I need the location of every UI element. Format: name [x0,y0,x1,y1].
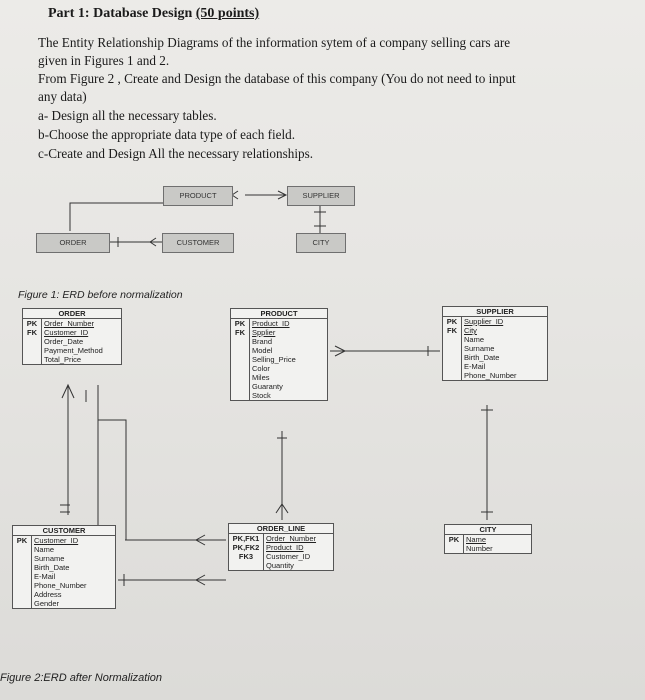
field-product-id: Product_ID [263,543,334,552]
field-payment-method: Payment_Method [41,346,122,355]
table-supplier-title: SUPPLIER [442,306,548,317]
field-miles: Miles [249,373,328,382]
heading-title: Part 1: Database Design [48,6,193,21]
field-email: E-Mail [461,362,548,371]
field-customer-id: Customer_ID [41,328,122,337]
field-address: Address [31,590,116,599]
key-marker: PK,FK2 [228,543,264,552]
question-line-3: From Figure 2 , Create and Design the da… [38,71,516,86]
table-order-line-title: ORDER_LINE [228,523,334,534]
field-name: Name [31,545,116,554]
fig1-order-product-line [69,202,168,231]
field-name: Name [461,335,548,344]
field-customer-id: Customer_ID [31,535,116,545]
fig1-entity-customer: CUSTOMER [162,233,234,253]
key-marker: PK [442,316,462,326]
table-city-title: CITY [444,524,532,535]
fig1-entity-order: ORDER [36,233,110,253]
question-line-1: The Entity Relationship Diagrams of the … [38,35,511,50]
fig1-entity-city: CITY [296,233,346,253]
field-order-number: Order_Number [263,533,334,543]
field-phone-number: Phone_Number [31,581,116,590]
field-surname: Surname [31,554,116,563]
field-birth-date: Birth_Date [31,563,116,572]
field-spplier: Spplier [249,328,328,337]
field-surname: Surname [461,344,548,353]
heading-points: (50 points) [195,6,260,21]
question-line-5: a- Design all the necessary tables. [38,108,217,123]
fig2-order-orderline-line [97,385,127,541]
key-marker: PK [444,534,464,544]
field-order-number: Order_Number [41,318,122,328]
key-marker: PK [22,318,42,328]
field-supplier-id: Supplier_ID [461,316,548,326]
question-line-6: b-Choose the appropriate data type of ea… [38,127,296,142]
field-quantity: Quantity [263,561,334,571]
key-marker: FK3 [228,552,264,561]
field-selling-price: Selling_Price [249,355,328,364]
key-marker: PK,FK1 [228,533,264,543]
field-gender: Gender [31,599,116,609]
field-customer-id: Customer_ID [263,552,334,561]
table-order-title: ORDER [22,308,122,319]
field-phone-number: Phone_Number [461,371,548,381]
field-total-price: Total_Price [41,355,122,365]
field-stock: Stock [249,391,328,401]
fig2-caption: Figure 2:ERD after Normalization [0,672,163,684]
field-email: E-Mail [31,572,116,581]
field-city: City [461,326,548,335]
field-guaranty: Guaranty [249,382,328,391]
field-number: Number [463,544,532,554]
table-product-title: PRODUCT [230,308,328,319]
table-customer-title: CUSTOMER [12,525,116,536]
field-brand: Brand [249,337,328,346]
fig1-entity-supplier: SUPPLIER [287,186,355,206]
question-line-4: any data) [38,89,87,104]
fig1-caption: Figure 1: ERD before normalization [18,289,183,301]
field-name: Name [463,534,532,544]
key-marker: FK [442,326,462,335]
key-marker: PK [230,318,250,328]
field-birth-date: Birth_Date [461,353,548,362]
question-line-2: given in Figures 1 and 2. [38,53,170,68]
question-line-7: c-Create and Design All the necessary re… [38,146,314,161]
fig1-entity-product: PRODUCT [163,186,233,206]
field-order-date: Order_Date [41,337,122,346]
field-color: Color [249,364,328,373]
field-product-id: Product_ID [249,318,328,328]
key-marker: FK [230,328,250,337]
key-marker: FK [22,328,42,337]
field-model: Model [249,346,328,355]
key-marker: PK [12,535,32,545]
assignment-heading: Part 1: Database Design (50 points) [48,6,259,22]
